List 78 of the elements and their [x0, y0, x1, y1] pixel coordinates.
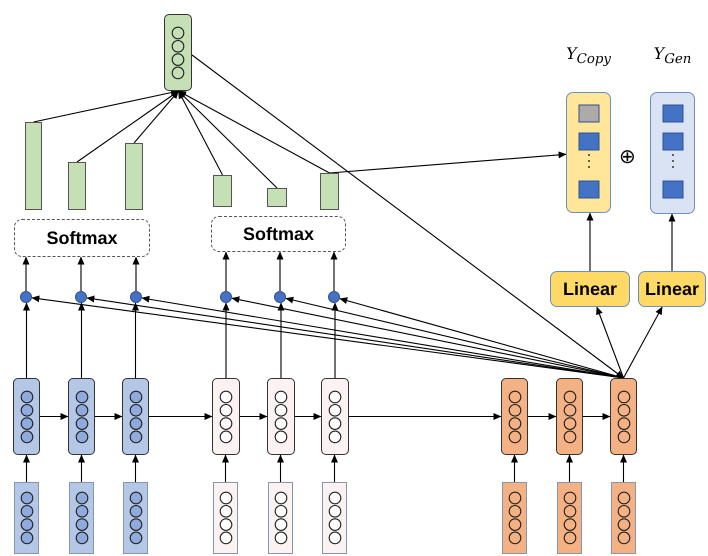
embedding-vector [322, 482, 347, 554]
hidden-state-vector [610, 378, 637, 455]
vector-label: Y$_{Gen}$ [652, 44, 692, 68]
arrow [132, 302, 139, 378]
hidden-state-vector [13, 378, 40, 455]
attention-node [130, 291, 142, 303]
embedding-vector [213, 482, 238, 554]
arrow [349, 413, 502, 420]
arrow [583, 413, 610, 420]
arrow [278, 302, 284, 378]
embedding-vector [268, 482, 293, 554]
hidden-state-vector [212, 378, 240, 455]
arrow [149, 413, 212, 420]
arrow [240, 413, 268, 420]
attention-node [20, 291, 32, 303]
attention-bar [125, 143, 143, 210]
embedding-vector [123, 482, 148, 554]
arrow [95, 413, 122, 420]
arrow [330, 252, 338, 291]
arrow [511, 454, 518, 482]
arrow [23, 454, 30, 482]
attention-bar [267, 188, 287, 207]
arrow [277, 454, 284, 482]
attention-bar [25, 122, 42, 210]
arrow [295, 413, 322, 420]
arrow [78, 302, 85, 378]
softmax-box: Softmax [14, 219, 150, 257]
embedding-vector [14, 482, 39, 554]
arrow [222, 454, 229, 482]
arrow [23, 302, 30, 378]
attention-bar [213, 175, 232, 207]
embedding-vector [69, 482, 94, 554]
arrow [566, 454, 573, 482]
arrow [528, 413, 556, 420]
arrow [222, 302, 230, 378]
arrow [332, 302, 338, 378]
attention-bar [320, 173, 339, 210]
arrow [596, 306, 624, 378]
arrow [620, 454, 627, 482]
arrow [178, 90, 223, 176]
arrow [668, 214, 676, 271]
plus-operator: ⊕ [619, 144, 636, 168]
linear-layer-box: Linear [638, 271, 706, 307]
arrow [78, 454, 85, 482]
embedding-vector [502, 482, 527, 554]
softmax-box: Softmax [211, 216, 346, 252]
arrow [623, 306, 663, 378]
attention-node [220, 291, 232, 303]
arrow [132, 256, 140, 291]
arrow [276, 252, 284, 291]
hidden-state-vector [556, 378, 583, 455]
hidden-state-vector [122, 378, 149, 455]
vector-label: Y$_{Copy}$ [566, 44, 611, 68]
arrow [134, 90, 179, 144]
arrow [40, 413, 68, 420]
arrow [178, 90, 330, 174]
arrow [22, 256, 30, 291]
embedding-vector [557, 482, 582, 554]
linear-layer-box: Linear [550, 271, 630, 307]
arrow [78, 256, 84, 291]
attention-node [274, 291, 286, 303]
hidden-state-vector [501, 378, 528, 455]
arrow [132, 454, 139, 482]
arrow [329, 151, 566, 174]
arrow [331, 454, 338, 482]
hidden-state-vector [321, 378, 349, 455]
arrow [222, 252, 230, 291]
hidden-state-vector [68, 378, 95, 455]
attention-bar [68, 162, 86, 210]
arrow [586, 212, 594, 271]
arrow [33, 89, 179, 123]
attention-node [328, 291, 340, 303]
arrow [178, 90, 278, 188]
hidden-state-vector [164, 14, 192, 91]
attention-node [75, 291, 87, 303]
embedding-vector [611, 482, 636, 554]
arrow [192, 54, 624, 378]
hidden-state-vector [267, 378, 295, 455]
